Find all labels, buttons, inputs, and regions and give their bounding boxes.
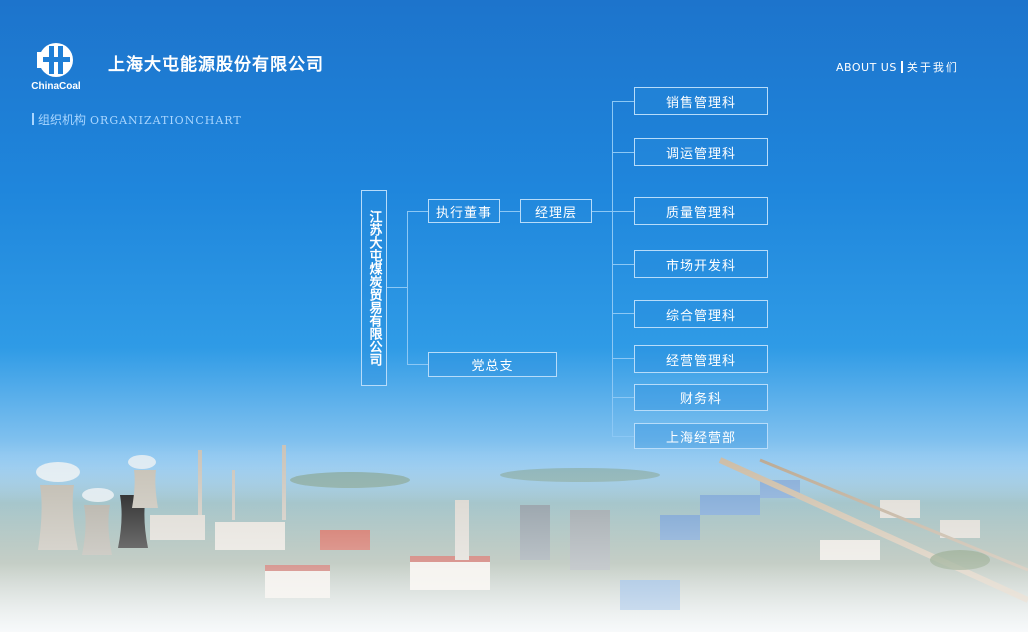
connector [612, 264, 634, 265]
connector [612, 211, 634, 212]
org-dept-general[interactable]: 综合管理科 [634, 300, 768, 328]
industrial-landscape-image [0, 440, 1028, 632]
connector [407, 211, 428, 212]
connector [612, 358, 634, 359]
logo-text: ChinaCoal [31, 81, 81, 92]
org-dept-market[interactable]: 市场开发科 [634, 250, 768, 278]
connector [592, 211, 613, 212]
about-nav[interactable]: ABOUT US 关于我们 [836, 59, 959, 75]
org-dept-sales[interactable]: 销售管理科 [634, 87, 768, 115]
chinacoal-logo: ChinaCoal [31, 43, 81, 92]
connector [612, 397, 634, 398]
section-bar [32, 113, 34, 125]
org-dept-dispatch[interactable]: 调运管理科 [634, 138, 768, 166]
about-zh-link[interactable]: 关于我们 [906, 61, 959, 74]
connector [612, 101, 634, 102]
connector [407, 364, 428, 365]
section-title-zh: 组织机构 [38, 113, 87, 127]
section-title-en: ORGANIZATIONCHART [90, 114, 242, 127]
nav-separator [900, 61, 903, 73]
org-node-party-branch[interactable]: 党总支 [428, 352, 557, 377]
org-node-executive-director[interactable]: 执行董事 [428, 199, 500, 223]
org-node-management[interactable]: 经理层 [520, 199, 592, 223]
connector [612, 152, 634, 153]
connector [407, 211, 408, 364]
connector [612, 101, 613, 437]
org-root-node[interactable]: 江苏大屯煤炭贸易有限公司 [361, 190, 387, 386]
connector [612, 436, 634, 437]
org-dept-operations[interactable]: 经营管理科 [634, 345, 768, 373]
about-us-link[interactable]: ABOUT US [836, 61, 897, 74]
company-name: 上海大屯能源股份有限公司 [108, 55, 324, 75]
connector [387, 287, 407, 288]
connector [500, 211, 520, 212]
connector [612, 313, 634, 314]
org-dept-finance[interactable]: 财务科 [634, 384, 768, 411]
org-dept-quality[interactable]: 质量管理科 [634, 197, 768, 225]
